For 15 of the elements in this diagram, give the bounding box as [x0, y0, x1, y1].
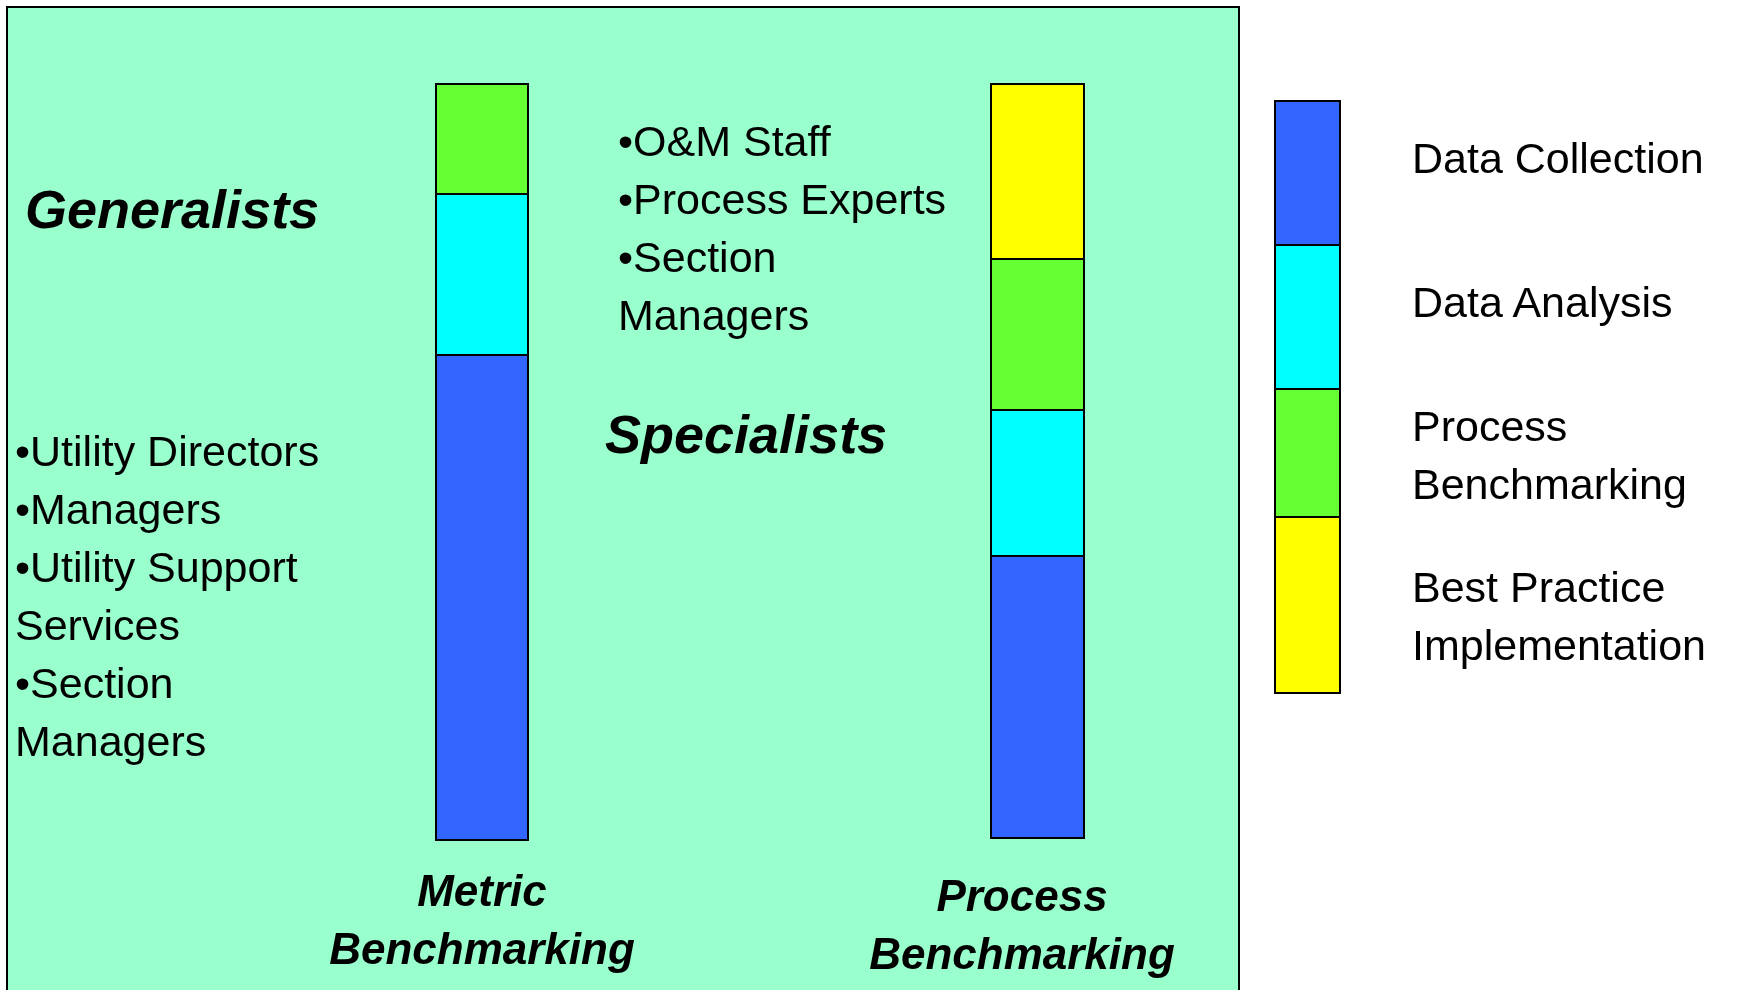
legend-label: Data Collection	[1412, 133, 1705, 184]
bullet-item: •Utility Support Services	[15, 542, 299, 651]
group-heading: Specialists	[605, 405, 888, 463]
bar-label: Process Benchmarking	[868, 870, 1176, 980]
legend-label: Best Practice Implementation	[1412, 562, 1707, 671]
bullet-item: •Process Experts	[618, 174, 948, 225]
bullet-item: •O&M Staff	[618, 116, 832, 167]
bar-label: Metric Benchmarking	[328, 865, 636, 975]
legend-label: Data Analysis	[1412, 277, 1674, 328]
legend-label: Process Benchmarking	[1412, 401, 1688, 510]
bullet-item: •Utility Directors	[15, 426, 321, 477]
group-heading: Generalists	[25, 180, 320, 238]
bullet-item: •Section Managers	[618, 232, 811, 341]
bullet-item: •Section Managers	[15, 658, 208, 767]
bullet-item: •Managers	[15, 484, 223, 535]
